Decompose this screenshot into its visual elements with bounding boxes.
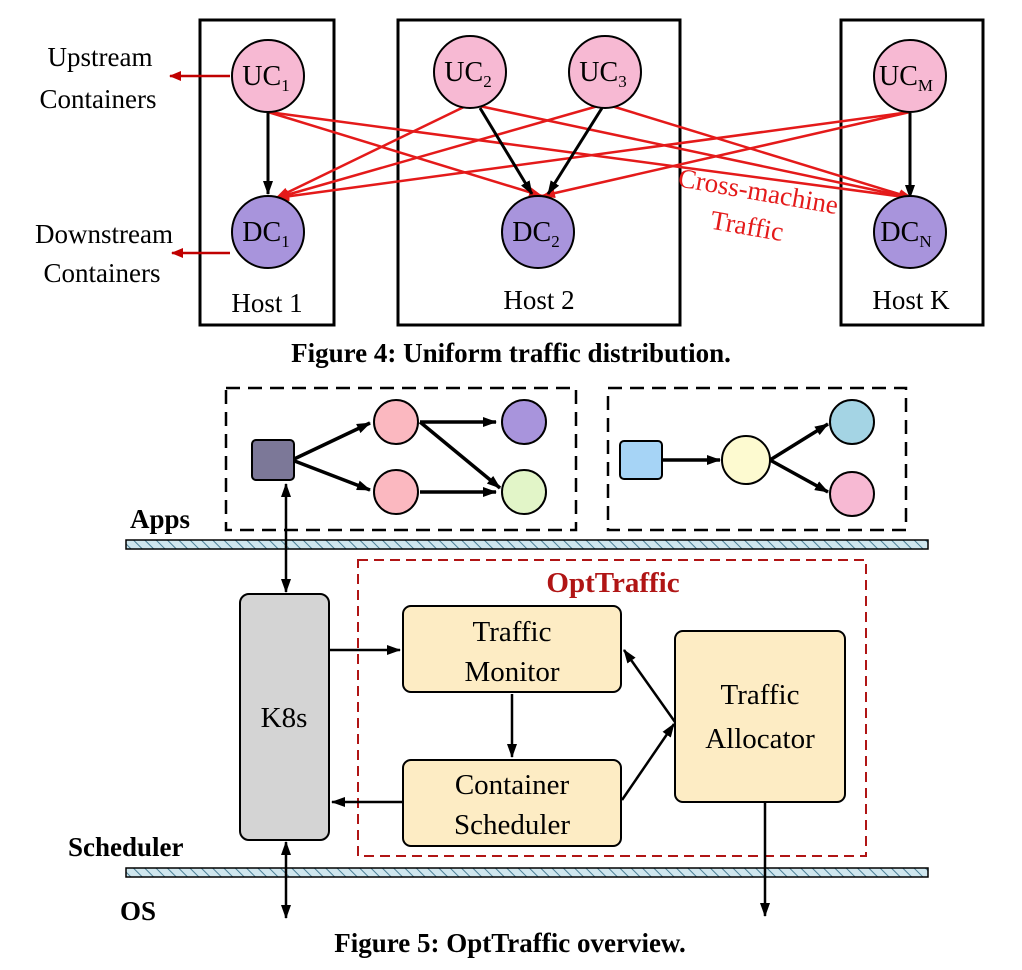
app-1-sink-node-purple (501, 399, 547, 445)
apps-layer-bar (125, 539, 929, 550)
host-k-box (839, 18, 985, 327)
host-1-box (198, 18, 336, 327)
uc3-label: UC (579, 57, 618, 88)
dc1-node: DC1 (231, 195, 305, 269)
opttraffic-region (357, 559, 867, 857)
downstream-label-line2: Containers (44, 258, 161, 288)
edge-ucm-dc1 (275, 110, 911, 202)
figure-5-caption: Figure 5: OptTraffic overview. (334, 928, 685, 958)
downstream-label-line1: Downstream (35, 219, 173, 249)
dc2-node: DC2 (501, 195, 575, 269)
app-2-source-node (619, 440, 663, 480)
edge-uc3-dc2 (546, 107, 604, 195)
edge-ucm-dc2 (541, 110, 911, 198)
ucm-label: UC (879, 61, 918, 92)
os-layer-label: OS (120, 896, 156, 926)
edge-uc3-dcn (604, 102, 913, 200)
dc2-subscript: 2 (551, 232, 560, 251)
cross-machine-traffic-edges (267, 102, 913, 202)
dc1-subscript: 1 (281, 232, 290, 251)
app-2-sink-node-pink (829, 471, 875, 517)
container-scheduler-box (402, 759, 622, 847)
app-2-edges (662, 422, 829, 494)
uc3-node: UC3 (568, 35, 642, 109)
module-arrows (330, 645, 770, 917)
uc2-label: UC (444, 57, 483, 88)
traffic-allocator-label-line1: Traffic (721, 679, 800, 711)
svg-text:DC2: DC2 (512, 217, 559, 251)
svg-text:DCN: DCN (880, 217, 931, 251)
uc1-subscript: 1 (281, 76, 290, 95)
app-2-sink-node-blue (829, 399, 875, 445)
uc1-label: UC (242, 61, 281, 92)
dc2-label: DC (512, 217, 551, 248)
app-2-middle-node (721, 435, 771, 485)
container-scheduler-label-line2: Scheduler (454, 809, 570, 841)
traffic-monitor-label-line1: Traffic (473, 616, 552, 648)
cross-machine-label-line2: Traffic (708, 205, 786, 247)
ucm-node: UCM (873, 39, 947, 113)
upstream-label-line2: Containers (40, 84, 157, 114)
uc2-subscript: 2 (483, 72, 492, 91)
svg-text:DC1: DC1 (242, 217, 289, 251)
uc1-node: UC1 (231, 39, 305, 113)
svg-text:UC1: UC1 (242, 61, 289, 95)
svg-text:UCM: UCM (879, 61, 933, 95)
host-1-label: Host 1 (231, 288, 302, 318)
host-2-label: Host 2 (503, 285, 574, 315)
edge-uc2-dc2 (478, 107, 534, 195)
scheduler-layer-label: Scheduler (68, 832, 184, 862)
app-1-middle-node-top (373, 399, 419, 445)
traffic-allocator-label-line2: Allocator (705, 723, 815, 755)
k8s-box (239, 593, 330, 841)
traffic-allocator-box (674, 630, 846, 803)
scheduler-to-allocator-arrow (620, 723, 676, 801)
svg-text:UC2: UC2 (444, 57, 491, 91)
cross-machine-label-line1: Cross-machine (676, 162, 841, 220)
intra-host-edges (263, 107, 915, 199)
traffic-monitor-box (402, 605, 622, 693)
figure-4: Host 1 Host 2 Host K UC1 UC2 (35, 18, 985, 368)
figure-5: Apps Scheduler OS K8s OptTraffic Traffic… (68, 386, 929, 958)
allocator-to-monitor-arrow (622, 649, 677, 723)
dcn-node: DCN (873, 195, 947, 269)
host-2-box (396, 18, 682, 327)
app-1-source-node (251, 439, 295, 481)
edge-uc3-dc1 (275, 102, 606, 200)
uc3-subscript: 3 (618, 72, 627, 91)
app-1-sink-node-green (501, 469, 547, 515)
ucm-subscript: M (918, 76, 933, 95)
apps-layer-label: Apps (130, 504, 190, 534)
opttraffic-title: OptTraffic (546, 567, 679, 599)
os-layer-bar (125, 867, 929, 878)
dcn-label: DC (880, 217, 919, 248)
uc2-node: UC2 (433, 35, 507, 109)
upstream-label-line1: Upstream (48, 42, 153, 72)
dcn-subscript: N (919, 232, 931, 251)
edge-uc2-dcn (469, 102, 913, 201)
dc1-label: DC (242, 217, 281, 248)
svg-text:UC3: UC3 (579, 57, 626, 91)
container-scheduler-label-line1: Container (455, 769, 570, 801)
app-1-box (224, 386, 578, 532)
app-1-edges (291, 417, 502, 497)
k8s-label: K8s (261, 702, 308, 734)
traffic-monitor-label-line2: Monitor (464, 656, 559, 688)
app-1-middle-node-bottom (373, 469, 419, 515)
host-k-label: Host K (872, 285, 950, 315)
edge-uc1-dc2 (267, 110, 543, 198)
figure-4-caption: Figure 4: Uniform traffic distribution. (291, 338, 731, 368)
edge-uc2-dc1 (275, 102, 471, 200)
